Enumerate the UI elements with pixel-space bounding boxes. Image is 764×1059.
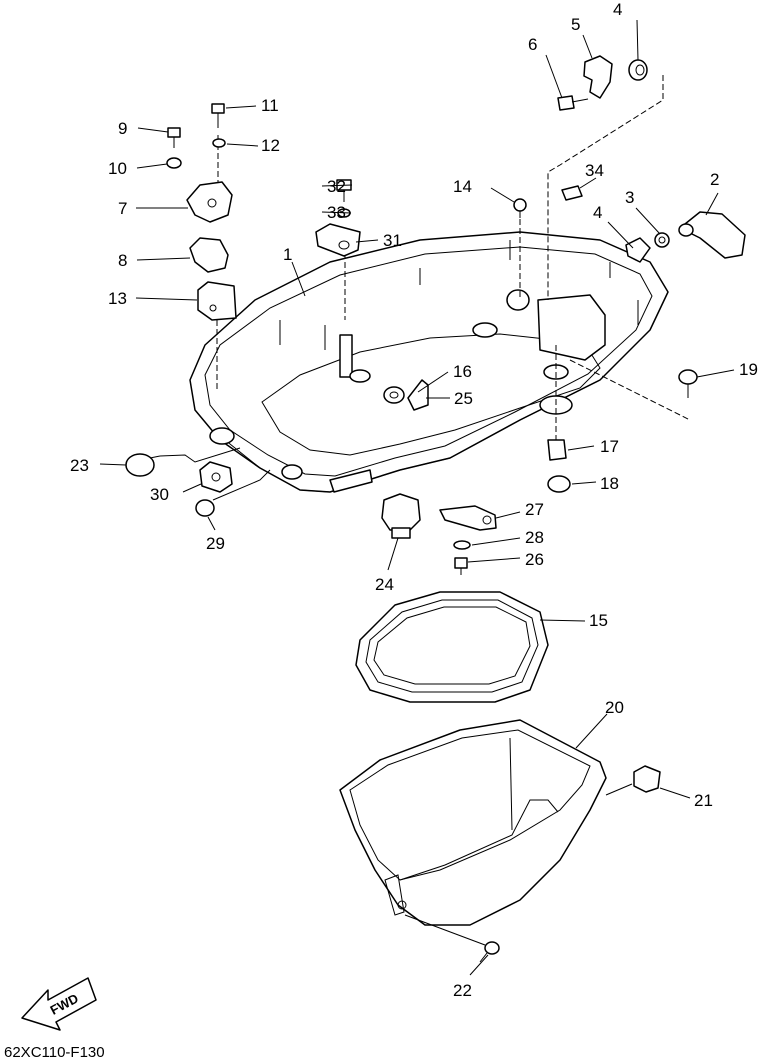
leader-lines: [99, 19, 735, 976]
callout-20: 20: [605, 698, 624, 717]
callout-34: 34: [585, 161, 604, 180]
callout-17: 17: [600, 437, 619, 456]
callout-16: 16: [453, 362, 472, 381]
callout-2: 2: [710, 170, 719, 189]
callout-11: 11: [261, 96, 279, 115]
callout-8: 8: [118, 251, 127, 270]
grommet-part-4-upper: [628, 59, 648, 81]
washer-part-28: [453, 540, 471, 550]
grommet-part-30: [199, 461, 233, 493]
hose-fitting-part-16: [383, 386, 405, 404]
callout-26: 26: [525, 550, 544, 569]
grommet-part-17: [547, 439, 567, 461]
screw-part-22: [479, 941, 500, 963]
callout-5: 5: [571, 15, 580, 34]
bottom-cowling-part-1: [189, 231, 669, 493]
callout-10: 10: [108, 159, 127, 178]
washer-part-12: [212, 138, 226, 148]
bolt-part-14: [513, 198, 527, 218]
callout-1: 1: [283, 245, 292, 264]
label-part-34: [561, 185, 583, 201]
callout-12: 12: [261, 136, 280, 155]
reference-line-upper: [547, 75, 664, 300]
bracket-part-27: [439, 505, 497, 531]
callout-21: 21: [694, 791, 713, 810]
callout-31: 31: [383, 231, 402, 250]
callout-28: 28: [525, 528, 544, 547]
washer-part-3: [654, 232, 670, 248]
pad-part-31: [315, 223, 361, 257]
bolt-part-9: [167, 127, 181, 148]
nut-part-18: [547, 475, 571, 493]
clip-part-21: [633, 765, 661, 793]
grommet-part-4-lower: [625, 237, 651, 263]
callout-14: 14: [453, 177, 472, 196]
bolt-part-6: [557, 95, 589, 111]
cap-part-23: [125, 453, 161, 477]
callout-7: 7: [118, 199, 127, 218]
plug-part-29: [195, 499, 215, 517]
bolt-part-11: [211, 103, 225, 128]
callout-18: 18: [600, 474, 619, 493]
callout-3: 3: [625, 188, 634, 207]
holder-part-8: [189, 237, 229, 273]
callout-24: 24: [375, 575, 394, 594]
callout-9: 9: [118, 119, 127, 138]
reference-line-19: [569, 359, 691, 421]
callout-25: 25: [454, 389, 473, 408]
callout-13: 13: [108, 289, 127, 308]
diagram-code: 62XC110-F130: [4, 1044, 105, 1059]
clamp-part-25: [407, 379, 429, 411]
washer-part-10: [166, 157, 182, 169]
bolt-part-26: [454, 557, 468, 575]
callout-19: 19: [739, 360, 758, 379]
block-part-13: [197, 281, 237, 321]
bracket-part-7: [186, 181, 233, 223]
callout-27: 27: [525, 500, 544, 519]
seal-part-15: [355, 591, 549, 703]
tray-part-20: [339, 719, 607, 926]
callout-4-upper: 4: [613, 0, 622, 19]
lever-part-2: [678, 211, 746, 259]
callout-33: 33: [327, 203, 346, 222]
callout-4-lower: 4: [593, 203, 602, 222]
callout-6: 6: [528, 35, 537, 54]
fwd-arrow-icon: FWD: [21, 977, 97, 1031]
callout-29: 29: [206, 534, 225, 553]
grommet-part-24: [381, 493, 421, 539]
callout-30: 30: [150, 485, 169, 504]
bolt-part-19: [678, 369, 698, 398]
clip-part-5: [583, 55, 613, 99]
callout-32: 32: [327, 177, 346, 196]
callout-23: 23: [70, 456, 89, 475]
callout-15: 15: [589, 611, 608, 630]
callout-22: 22: [453, 981, 472, 1000]
